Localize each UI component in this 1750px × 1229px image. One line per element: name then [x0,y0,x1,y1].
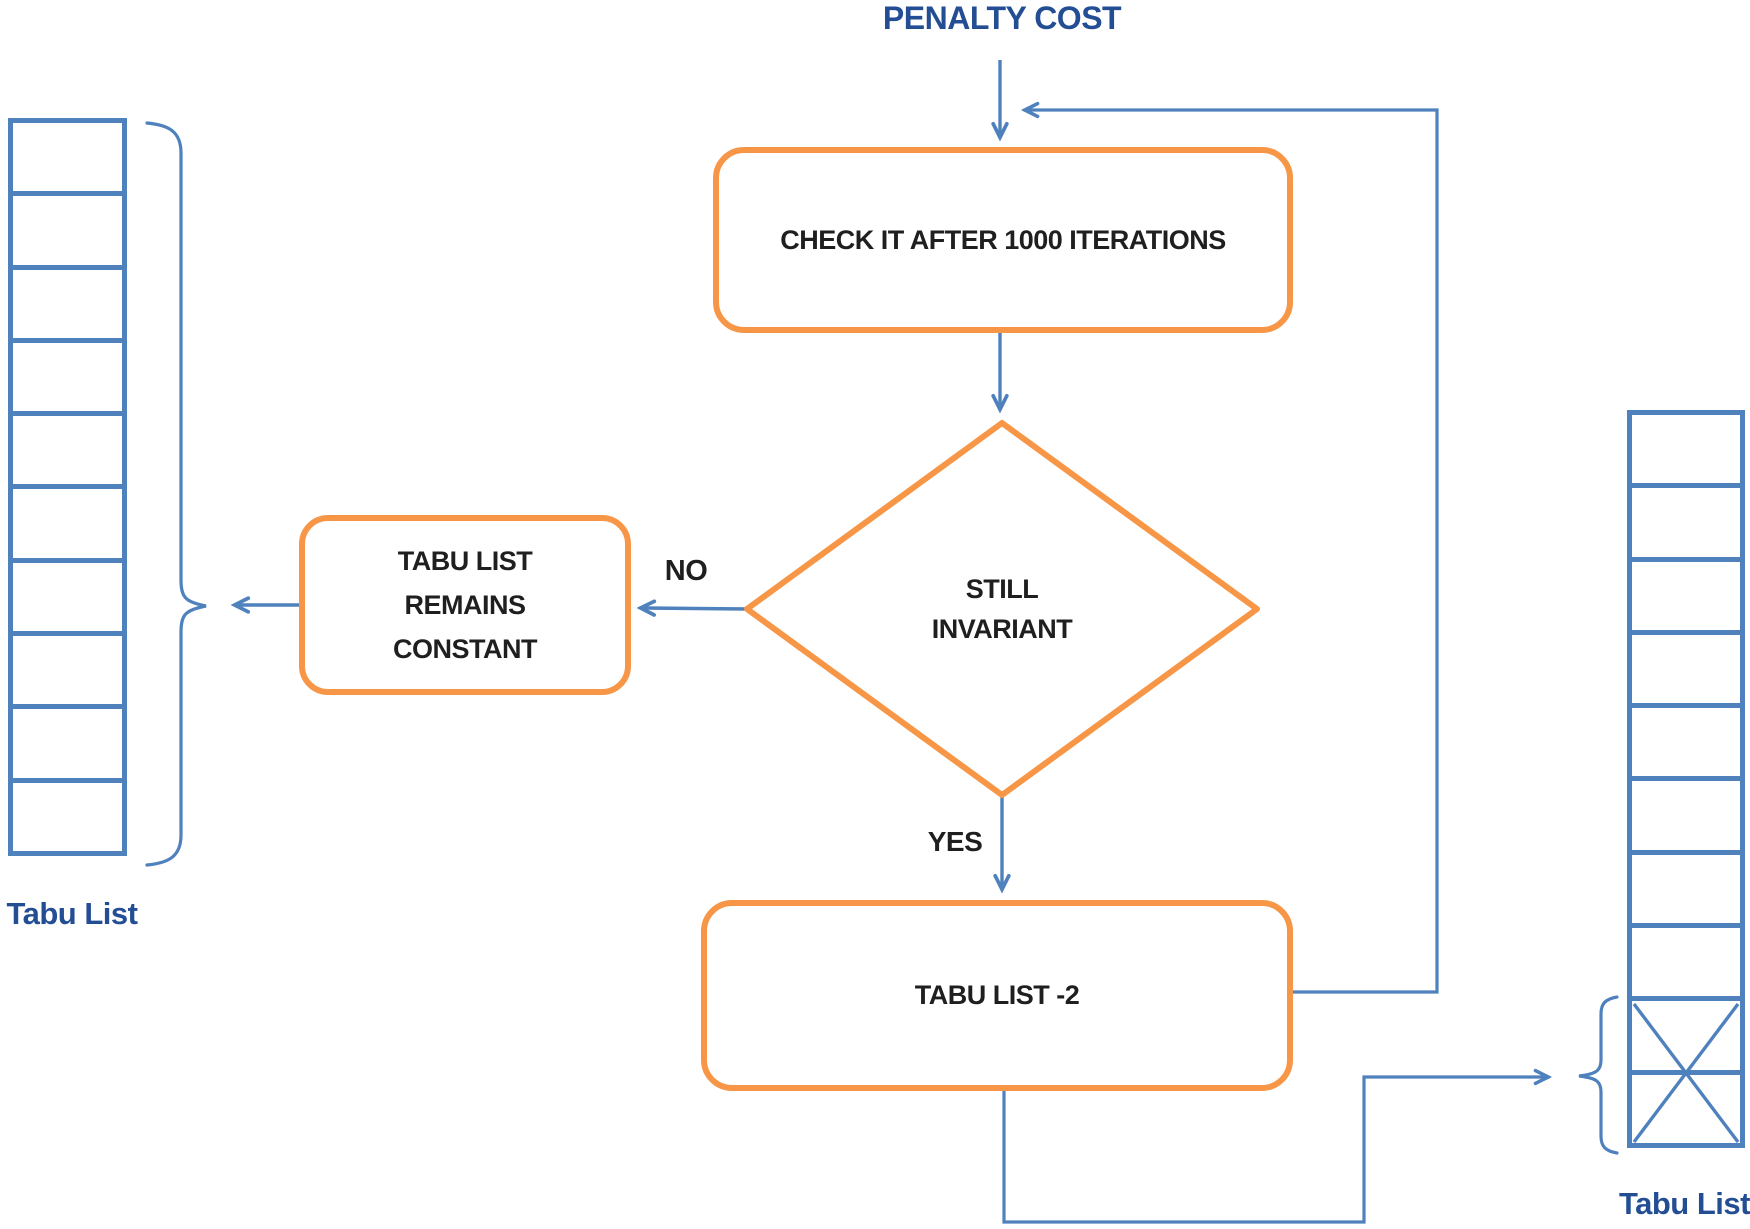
list-cell [1632,708,1740,782]
list-cell [13,343,122,417]
right-list-crossed-cells-x [1632,1002,1740,1144]
check-node-shape [713,147,1293,333]
constant-node-shape [299,515,631,695]
list-cell [13,416,122,490]
list-cell [1632,781,1740,855]
feedback-loop-connector [1028,110,1439,994]
left-list-brace [145,121,207,867]
right-list-brace [1578,995,1619,1155]
diagram-title: PENALTY COST [882,0,1122,36]
right-tabu-list-grid [1627,410,1745,1148]
list-cell [13,709,122,783]
list-cell [1632,855,1740,929]
list-cell [13,563,122,637]
left-tabu-list-grid [8,118,127,856]
list-cell [1632,488,1740,562]
list-cell [1632,635,1740,709]
list-cell [1632,415,1740,489]
left-tabu-list-caption: Tabu List [6,896,138,931]
tabu2-to-right-list-connector [1002,1077,1545,1224]
list-cell [13,636,122,710]
decision-no-arrow [644,608,748,609]
list-cell [13,123,122,197]
decision-diamond-shape [744,420,1260,798]
list-cell [13,489,122,563]
yes-branch-label: YES [927,826,983,857]
list-cell [13,270,122,343]
tabu2-node-shape [701,900,1293,1091]
right-tabu-list-caption: Tabu List [1619,1186,1750,1221]
no-branch-label: NO [664,555,708,587]
list-cell [13,196,122,270]
list-cell [1632,928,1740,1002]
list-cell [1632,562,1740,635]
